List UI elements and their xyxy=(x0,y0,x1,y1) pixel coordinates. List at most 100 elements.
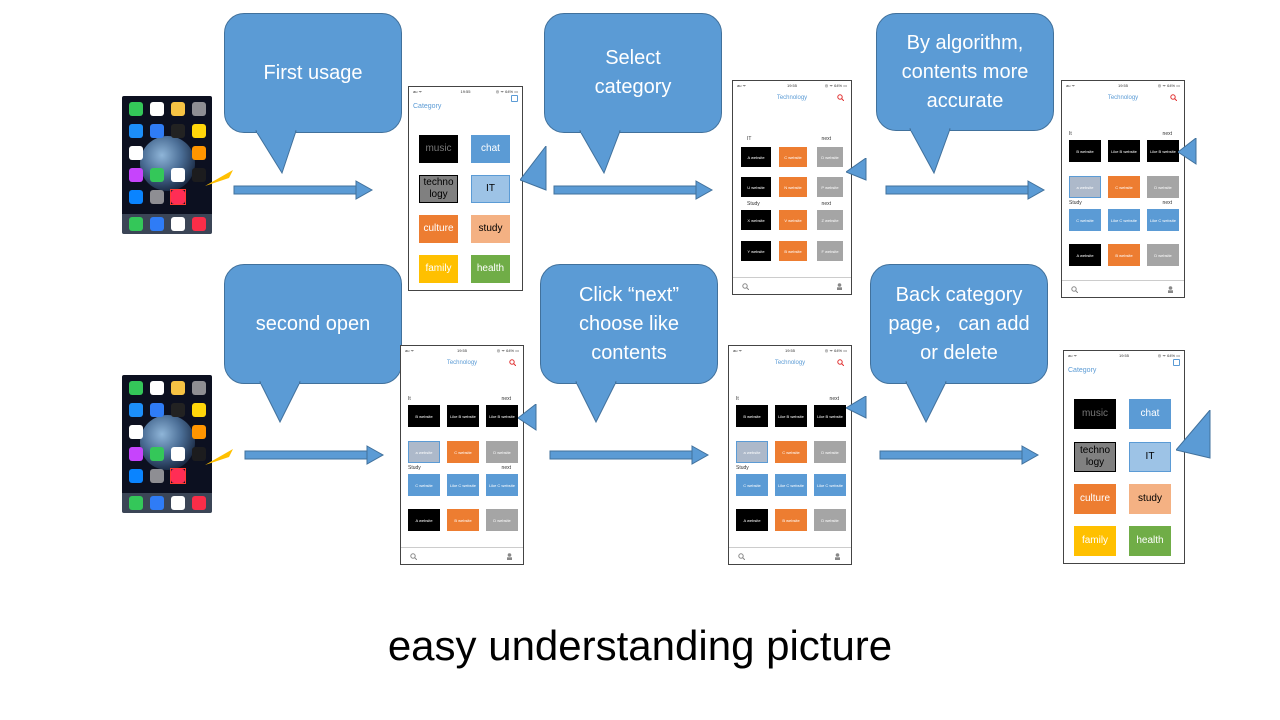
next-link[interactable]: next xyxy=(501,396,511,402)
site-tile[interactable]: A website xyxy=(736,509,768,531)
site-tile[interactable]: D website xyxy=(814,509,846,531)
search-tab-icon[interactable] xyxy=(410,553,417,560)
user-tab-icon[interactable] xyxy=(836,283,843,290)
site-tile[interactable]: D website xyxy=(817,147,843,167)
search-icon[interactable] xyxy=(509,359,516,366)
site-tile[interactable]: P website xyxy=(817,177,843,197)
site-tile[interactable]: B website xyxy=(447,509,479,531)
site-tile[interactable]: Like C website xyxy=(775,474,807,496)
site-tile[interactable]: N website xyxy=(779,177,807,197)
tile-study[interactable]: study xyxy=(471,215,510,243)
site-tile[interactable]: V website xyxy=(779,210,807,230)
user-tab-icon[interactable] xyxy=(834,553,841,560)
site-tile[interactable]: Y website xyxy=(741,241,771,261)
tile-chat[interactable]: chat xyxy=(1129,399,1171,429)
site-tile[interactable]: B website xyxy=(775,509,807,531)
tile-music[interactable]: music xyxy=(1074,399,1116,429)
mail-dock-icon xyxy=(150,496,164,510)
site-tile[interactable]: D website xyxy=(814,441,846,463)
tile-music[interactable]: music xyxy=(419,135,458,163)
site-tile[interactable]: Like C website xyxy=(814,474,846,496)
site-tile[interactable]: Like B website xyxy=(486,405,518,427)
edit-icon[interactable] xyxy=(511,95,518,102)
section-label-it: It xyxy=(736,396,739,402)
next-link[interactable]: next xyxy=(821,201,831,207)
tile-chat[interactable]: chat xyxy=(471,135,510,163)
site-tile[interactable]: C website xyxy=(1108,176,1140,198)
search-icon[interactable] xyxy=(837,359,844,366)
site-tile[interactable]: Like C website xyxy=(1147,209,1179,231)
tile-health[interactable]: health xyxy=(1129,526,1171,556)
site-tile[interactable]: Like B website xyxy=(775,405,807,427)
site-tile[interactable]: A website xyxy=(408,509,440,531)
site-tile[interactable]: Z website xyxy=(817,210,843,230)
site-tile[interactable]: Like B website xyxy=(1108,140,1140,162)
site-tile[interactable]: Like B website xyxy=(814,405,846,427)
site-tile[interactable]: C website xyxy=(779,147,807,167)
next-link[interactable]: next xyxy=(829,396,839,402)
site-tile[interactable]: C website xyxy=(775,441,807,463)
site-tile[interactable]: B website xyxy=(779,241,807,261)
tile-it[interactable]: IT xyxy=(1129,442,1171,472)
edit-icon[interactable] xyxy=(1173,359,1180,366)
site-tile[interactable]: C website xyxy=(736,474,768,496)
site-tile[interactable]: X website xyxy=(741,210,771,230)
target-app-icon[interactable] xyxy=(171,190,185,204)
site-tile[interactable]: A website xyxy=(1069,244,1101,266)
site-tile[interactable]: Like B website xyxy=(447,405,479,427)
tile-it[interactable]: IT xyxy=(471,175,510,203)
site-tile[interactable]: B website xyxy=(1108,244,1140,266)
site-tile[interactable]: D website xyxy=(1147,244,1179,266)
site-tile[interactable]: B website xyxy=(408,405,440,427)
tile-technology[interactable]: techno logy xyxy=(419,175,458,203)
site-tile[interactable]: Like C website xyxy=(1108,209,1140,231)
search-tab-icon[interactable] xyxy=(738,553,745,560)
next-link[interactable]: next xyxy=(501,465,511,471)
site-tile[interactable]: B website xyxy=(736,405,768,427)
site-tile[interactable]: D website xyxy=(486,441,518,463)
home-screen-phone-2 xyxy=(122,375,212,513)
site-tile[interactable]: A website xyxy=(741,147,771,167)
search-tab-icon[interactable] xyxy=(742,283,749,290)
section-label-study: Study xyxy=(736,465,749,471)
site-tile[interactable]: a website xyxy=(408,441,440,463)
phone-pointer-1 xyxy=(205,170,233,186)
weather-app-icon xyxy=(129,124,143,138)
search-icon[interactable] xyxy=(837,94,844,101)
tile-family[interactable]: family xyxy=(419,255,458,283)
site-tile[interactable]: D website xyxy=(486,509,518,531)
tile-culture[interactable]: culture xyxy=(419,215,458,243)
site-tile[interactable]: a website xyxy=(736,441,768,463)
user-tab-icon[interactable] xyxy=(1167,286,1174,293)
safari-app-icon xyxy=(171,217,185,231)
site-tile[interactable]: D website xyxy=(1147,176,1179,198)
site-tile[interactable]: Like C website xyxy=(486,474,518,496)
user-tab-icon[interactable] xyxy=(506,553,513,560)
books-app-icon xyxy=(192,425,206,439)
tile-study[interactable]: study xyxy=(1129,484,1171,514)
callout-tail xyxy=(909,125,951,175)
tile-health[interactable]: health xyxy=(471,255,510,283)
site-tile[interactable]: C website xyxy=(1069,209,1101,231)
site-tile[interactable]: C website xyxy=(408,474,440,496)
tile-technology[interactable]: techno logy xyxy=(1074,442,1116,472)
search-tab-icon[interactable] xyxy=(1071,286,1078,293)
select-pointer-5 xyxy=(846,396,867,419)
target-app-icon[interactable] xyxy=(171,469,185,483)
site-tile[interactable]: F website xyxy=(817,241,843,261)
nav-title: Technology xyxy=(774,360,806,366)
next-link[interactable]: next xyxy=(1162,200,1172,206)
site-tile[interactable]: Like B website xyxy=(1147,140,1179,162)
site-tile[interactable]: B website xyxy=(1069,140,1101,162)
search-icon[interactable] xyxy=(1170,94,1177,101)
health-app-icon xyxy=(171,168,185,182)
next-link[interactable]: next xyxy=(1162,131,1172,137)
site-tile[interactable]: Like C website xyxy=(447,474,479,496)
site-tile[interactable]: C website xyxy=(447,441,479,463)
next-link[interactable]: next xyxy=(821,136,831,142)
tile-culture[interactable]: culture xyxy=(1074,484,1116,514)
tile-family[interactable]: family xyxy=(1074,526,1116,556)
site-tile[interactable]: U website xyxy=(741,177,771,197)
site-tile[interactable]: a website xyxy=(1069,176,1101,198)
bottom-tab-bar xyxy=(1062,280,1184,297)
